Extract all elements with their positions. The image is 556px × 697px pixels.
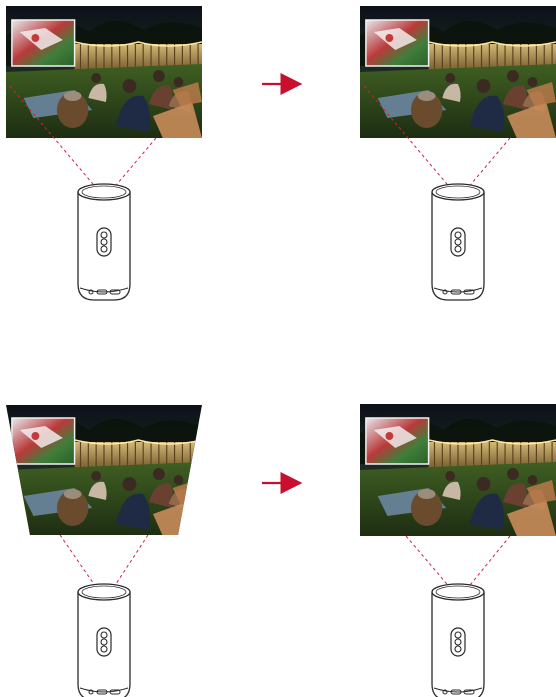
- projection-beam-lines: [60, 535, 148, 590]
- step-bottom-after: [360, 404, 556, 697]
- projector-icon: [432, 584, 484, 697]
- projection-beam-lines: [406, 536, 510, 590]
- projector-icon: [78, 184, 130, 300]
- projected-image-photo: [6, 404, 202, 536]
- step-top-after: [360, 6, 556, 300]
- step-top-before: [6, 6, 202, 300]
- projector-icon: [432, 184, 484, 300]
- projected-image-photo: [360, 404, 556, 536]
- projected-image-photo: [360, 6, 556, 138]
- step-bottom-before: [6, 404, 202, 697]
- projector-icon: [78, 584, 130, 697]
- projected-image-photo: [6, 6, 202, 138]
